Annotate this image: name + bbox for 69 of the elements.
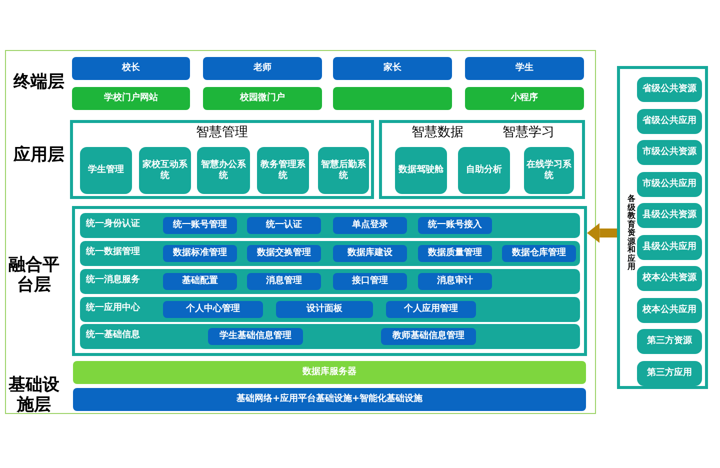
label-box: 小程序 (465, 87, 584, 110)
row-label: 统一身份认证 (86, 219, 140, 230)
panel-heading: 智慧学习 (502, 127, 554, 138)
group-panel (72, 206, 587, 356)
group-panel (617, 66, 708, 389)
module-box: 数据驾驶舱 (395, 147, 447, 194)
group-panel (70, 120, 374, 199)
layer-label: 应用层 (12, 145, 66, 165)
label-box: 数据库服务器 (73, 361, 586, 384)
panel-heading: 各级教育资源和应用 (627, 195, 636, 272)
arrow (587, 223, 617, 243)
label-box: 统一账号管理 (163, 217, 237, 234)
module-box: 家校互动系统 (139, 147, 191, 194)
panel-heading: 智慧数据 (412, 127, 464, 138)
service-bar (80, 241, 580, 266)
label-box: 数据交换管理 (247, 245, 321, 262)
row-label: 统一数据管理 (86, 247, 140, 258)
label-box: 设计面板 (276, 301, 373, 318)
layer-label: 终端层 (12, 72, 66, 92)
module-box: 第三方应用 (637, 360, 702, 386)
label-box: 单点登录 (333, 217, 407, 234)
group-panel (379, 120, 585, 199)
module-box: 省级公共应用 (637, 108, 702, 134)
module-box: 省级公共资源 (637, 77, 702, 102)
label-box: 家长 (333, 57, 452, 80)
label-box: 学校门户网站 (72, 87, 190, 110)
row-label: 统一基础信息 (86, 330, 140, 341)
module-box: 智慧办公系统 (197, 147, 250, 194)
label-box: 接口管理 (333, 273, 407, 290)
service-bar (80, 324, 580, 349)
label-box: 学生基础信息管理 (208, 328, 303, 345)
module-box: 智慧后勤系统 (318, 147, 369, 194)
row-label: 统一应用中心 (86, 303, 140, 314)
module-box: 自助分析 (458, 147, 510, 194)
module-box: 校本公共资源 (637, 266, 702, 291)
module-box: 学生管理 (80, 147, 132, 194)
label-box: 教师基础信息管理 (381, 328, 476, 345)
service-bar (80, 213, 580, 238)
label-box: 消息审计 (418, 273, 492, 290)
label-box: 基础配置 (163, 273, 237, 290)
label-box: 校园微门户 (203, 87, 322, 110)
label-box: 数据标准管理 (163, 245, 237, 262)
label-box: 数据质量管理 (418, 245, 492, 262)
module-box: 在线学习系统 (524, 147, 574, 194)
service-bar (80, 297, 580, 322)
module-box: 市级公共应用 (637, 172, 702, 196)
label-box: 统一认证 (247, 217, 321, 234)
module-box: 校本公共应用 (637, 298, 702, 322)
panel-heading: 智慧管理 (196, 127, 248, 138)
service-bar (80, 269, 580, 294)
row-label: 统一消息服务 (86, 275, 140, 286)
module-box: 市级公共资源 (637, 140, 702, 165)
label-box: 校长 (72, 57, 190, 80)
module-box: 县级公共应用 (637, 234, 702, 260)
label-box: 个人中心管理 (163, 301, 263, 318)
label-box: 数据库建设 (333, 245, 407, 262)
label-box: 数据仓库管理 (502, 245, 576, 262)
label-box: 老师 (203, 57, 322, 80)
layer-label: 融合平台层 (8, 255, 60, 295)
label-box: 个人应用管理 (386, 301, 476, 318)
label-box: 学生 (465, 57, 584, 80)
layer-label: 基础设施层 (8, 375, 60, 415)
module-box: 教务管理系统 (257, 147, 309, 194)
label-box: 统一账号接入 (418, 217, 492, 234)
module-box: 县级公共资源 (637, 203, 702, 228)
label-box: 消息管理 (247, 273, 321, 290)
empty-box (333, 87, 452, 110)
label-box: 基础网络+应用平台基础设施+智能化基础设施 (73, 388, 586, 411)
module-box: 第三方资源 (637, 329, 702, 354)
